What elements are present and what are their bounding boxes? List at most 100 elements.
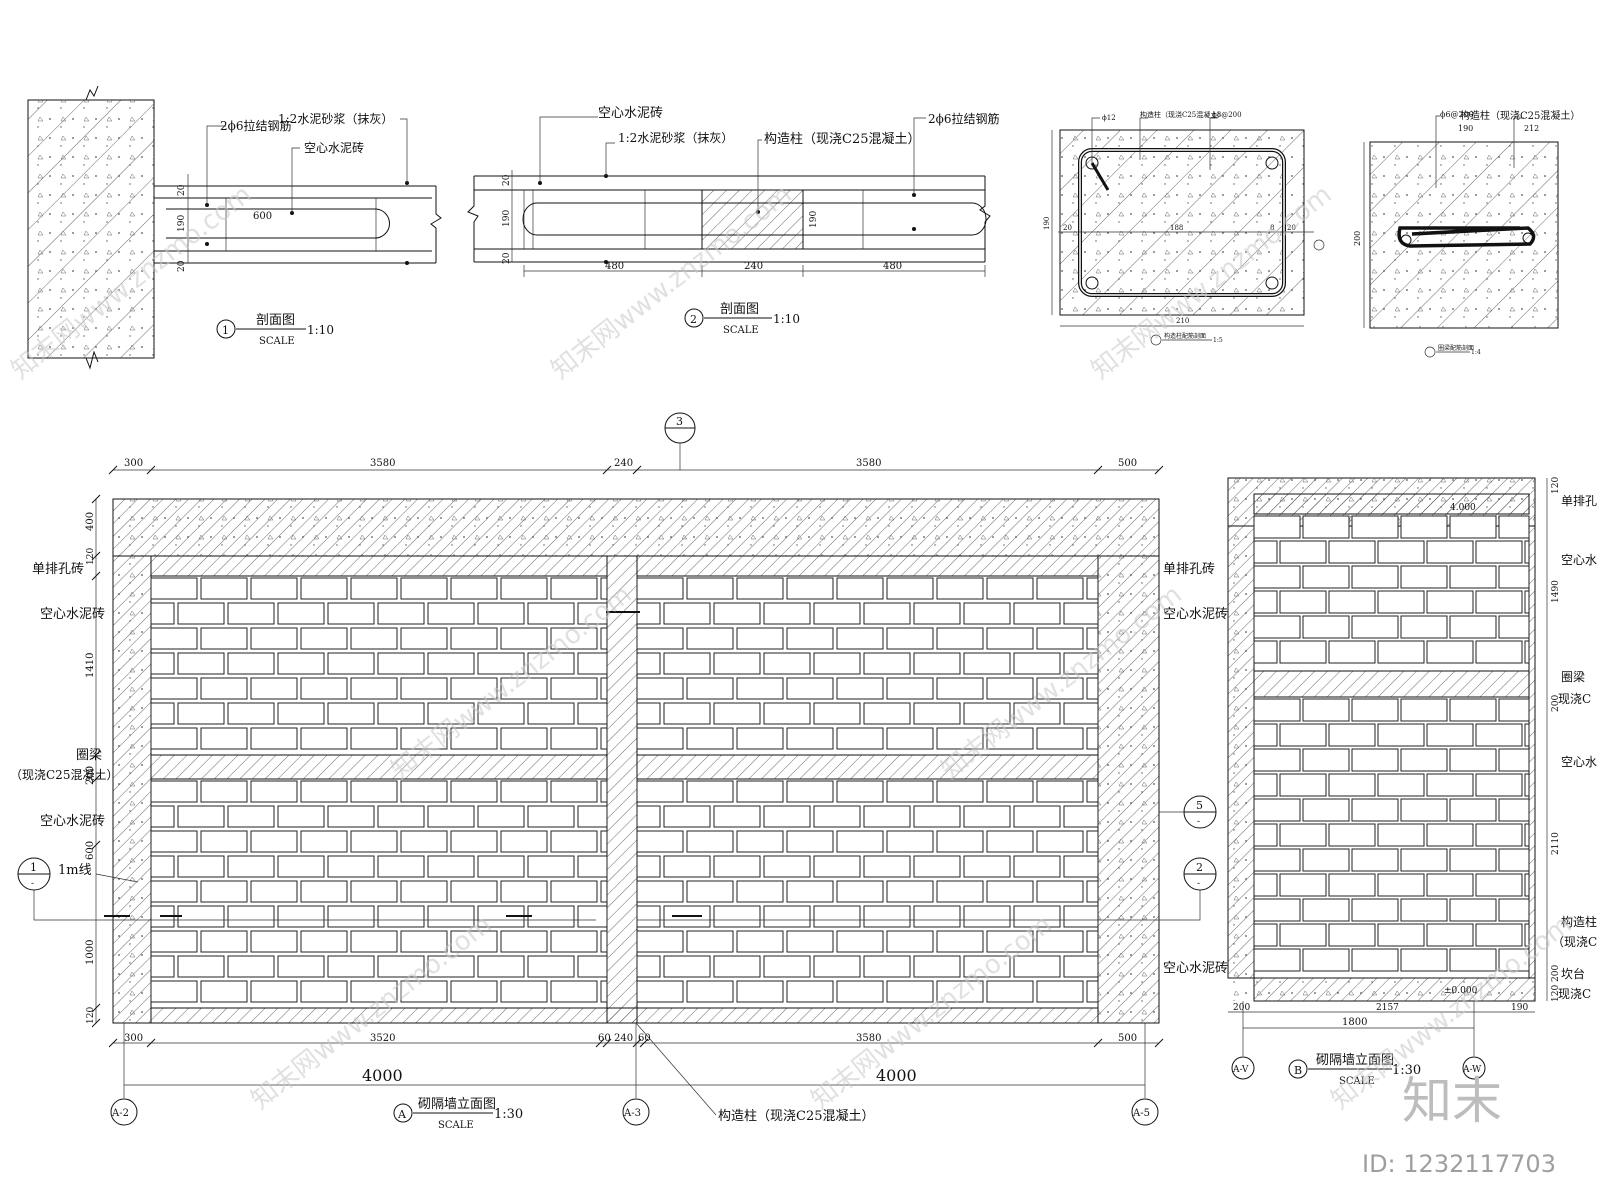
brick [763, 805, 811, 828]
brick [200, 880, 248, 903]
brick [1086, 727, 1099, 750]
brick [577, 805, 608, 828]
brick [1475, 590, 1523, 614]
detail-2-scale-word: SCALE [723, 325, 759, 336]
brick [600, 677, 608, 700]
brick [150, 780, 198, 803]
brick [686, 727, 734, 750]
brick [686, 830, 734, 853]
dim-tick [91, 750, 101, 760]
brick [1498, 848, 1530, 872]
brick [636, 702, 661, 725]
brick [527, 652, 575, 675]
brick [1253, 590, 1278, 614]
brick [1036, 627, 1084, 650]
brick [1449, 615, 1497, 639]
brick [786, 577, 834, 600]
brick [786, 880, 834, 903]
brick [450, 980, 498, 1003]
brick [377, 702, 425, 725]
brick [936, 930, 984, 953]
brick [450, 627, 498, 650]
brick [1279, 640, 1327, 664]
brick [177, 855, 225, 878]
dim-b: 240 [744, 261, 763, 272]
brick [636, 930, 684, 953]
level-bottom: ±0.000 [1444, 986, 1478, 996]
brick [636, 780, 684, 803]
brick [1279, 773, 1327, 797]
dim-top-2: 20 [502, 174, 512, 186]
elev-a-ratio: 1:30 [494, 1107, 523, 1122]
brick [1475, 923, 1523, 947]
brick [377, 805, 425, 828]
brick [500, 577, 548, 600]
brick [500, 780, 548, 803]
brick [1377, 873, 1425, 897]
brick [277, 905, 325, 928]
brick [886, 677, 934, 700]
b-label-hollow-2: 空心水 [1561, 755, 1597, 769]
brick [1351, 565, 1399, 589]
top-dim-0: 300 [124, 458, 143, 469]
watermark: 知末网www.znzmo.com [546, 180, 798, 386]
brick [1253, 798, 1301, 822]
label-ring-beam-left: 圈梁 [76, 748, 102, 763]
brick [427, 805, 475, 828]
dim-tick [632, 1038, 642, 1048]
brick [936, 627, 984, 650]
brick [377, 855, 425, 878]
brick [327, 855, 375, 878]
brick [577, 602, 608, 625]
brick [663, 702, 711, 725]
brick [527, 702, 575, 725]
brick [786, 830, 834, 853]
brick [300, 627, 348, 650]
brick [450, 880, 498, 903]
brick [736, 677, 784, 700]
brick [636, 980, 684, 1003]
brick [250, 880, 298, 903]
brick [177, 602, 225, 625]
brick [1351, 748, 1399, 772]
dim-tick [91, 1003, 101, 1013]
brick [963, 652, 1011, 675]
brick [250, 727, 298, 750]
brick [1449, 848, 1497, 872]
b-right-dim-5: 120 [1551, 985, 1561, 1002]
brick [636, 830, 684, 853]
brick [1253, 698, 1301, 722]
brick [1302, 898, 1350, 922]
brick [500, 930, 548, 953]
brick [636, 805, 661, 828]
brick [450, 780, 498, 803]
brick [736, 830, 784, 853]
brick [986, 980, 1034, 1003]
brick [1524, 723, 1530, 747]
brick [913, 602, 961, 625]
b-label-ring-beam: 圈梁 [1561, 669, 1585, 684]
brick [527, 805, 575, 828]
brick [1302, 948, 1350, 972]
brick [863, 702, 911, 725]
brand-logo: 知末 [1402, 1072, 1502, 1130]
brick [736, 627, 784, 650]
brick [1253, 748, 1301, 772]
brick [736, 727, 784, 750]
dim-bot: 20 [177, 260, 187, 272]
dim-length: 600 [253, 211, 272, 222]
brick [963, 805, 1011, 828]
brick [150, 830, 198, 853]
brick-field-upper-left [150, 577, 608, 750]
brick [936, 677, 984, 700]
brick [1302, 565, 1350, 589]
brick [1036, 880, 1084, 903]
brick [450, 677, 498, 700]
left-dim-4: 600 [85, 841, 96, 860]
dim-tick [91, 840, 101, 850]
brick [250, 780, 298, 803]
brick [863, 652, 911, 675]
detail-1-number: 1 [222, 324, 229, 337]
brick [786, 780, 834, 803]
